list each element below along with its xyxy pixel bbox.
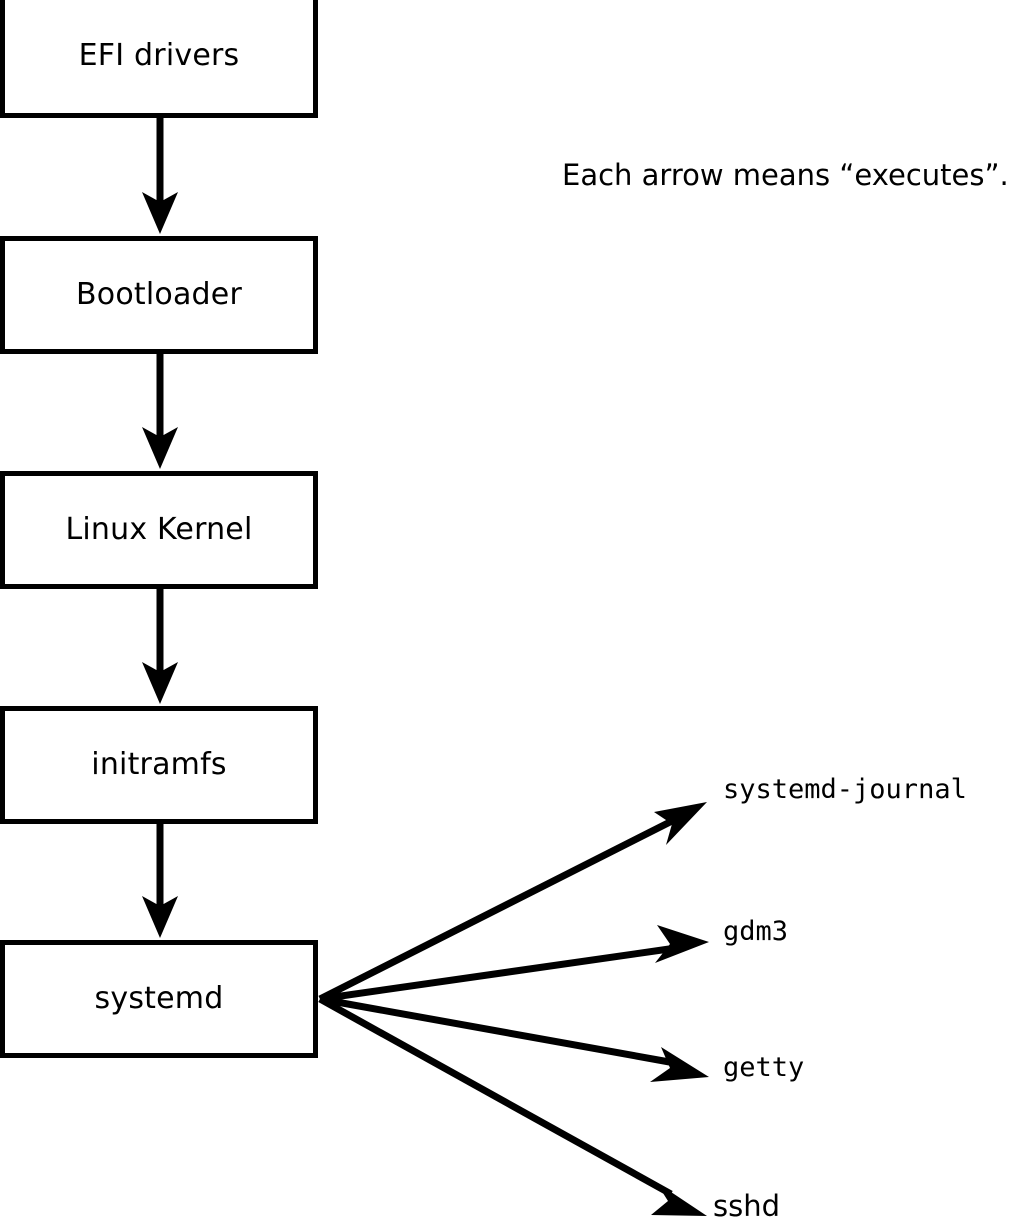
arrow-linux-kernel-to-initramfs xyxy=(142,589,178,704)
node-initramfs-label: initramfs xyxy=(91,747,227,782)
node-linux-kernel-label: Linux Kernel xyxy=(65,512,253,547)
arrow-systemd-to-getty xyxy=(319,995,709,1082)
legend-note: Each arrow means “executes”. xyxy=(562,158,1009,192)
node-initramfs[interactable]: initramfs xyxy=(0,706,318,824)
arrow-bootloader-to-linux-kernel xyxy=(142,354,178,469)
node-bootloader-label: Bootloader xyxy=(76,277,242,312)
service-label-systemd-journal[interactable]: systemd-journal xyxy=(723,774,967,805)
node-systemd[interactable]: systemd xyxy=(0,940,318,1058)
node-systemd-label: systemd xyxy=(94,981,224,1016)
node-bootloader[interactable]: Bootloader xyxy=(0,236,318,354)
arrow-systemd-to-systemd-journal xyxy=(318,802,707,1003)
node-linux-kernel[interactable]: Linux Kernel xyxy=(0,471,318,589)
arrow-systemd-to-sshd xyxy=(318,995,707,1216)
node-efi-drivers-label: EFI drivers xyxy=(78,38,240,73)
node-efi-drivers[interactable]: EFI drivers xyxy=(0,0,318,118)
arrow-efi-drivers-to-bootloader xyxy=(142,118,178,234)
arrow-initramfs-to-systemd xyxy=(142,824,178,938)
arrow-systemd-to-gdm3 xyxy=(319,925,709,1003)
service-label-sshd[interactable]: sshd xyxy=(713,1189,781,1223)
service-label-gdm3[interactable]: gdm3 xyxy=(723,916,789,947)
service-label-getty[interactable]: getty xyxy=(723,1052,805,1083)
